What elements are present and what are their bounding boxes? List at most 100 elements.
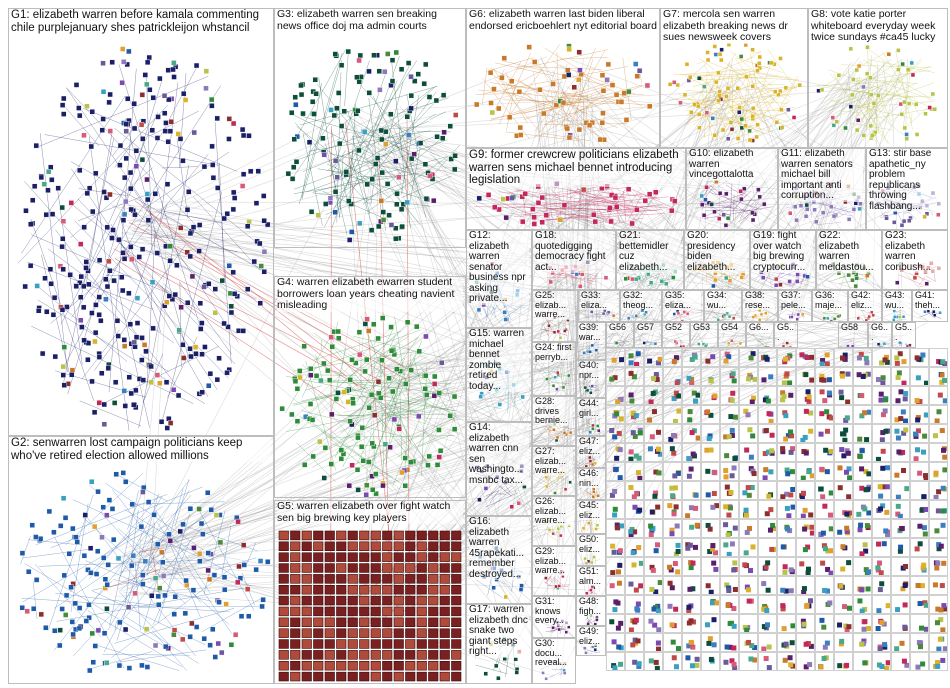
node[interactable] xyxy=(201,163,208,170)
node[interactable] xyxy=(239,183,246,189)
node[interactable] xyxy=(206,576,213,583)
node[interactable] xyxy=(592,218,598,225)
small-cluster-tile[interactable] xyxy=(910,500,929,519)
node[interactable] xyxy=(882,342,887,346)
small-cluster-tile[interactable] xyxy=(777,576,796,595)
node[interactable] xyxy=(361,129,368,135)
node[interactable] xyxy=(35,308,42,314)
node[interactable] xyxy=(705,57,711,63)
node[interactable] xyxy=(408,367,414,373)
node[interactable] xyxy=(116,662,123,669)
small-cluster-tile[interactable] xyxy=(701,386,720,405)
node[interactable] xyxy=(712,44,717,49)
node[interactable] xyxy=(210,162,216,168)
node[interactable] xyxy=(483,671,488,676)
node[interactable] xyxy=(812,207,817,212)
node[interactable] xyxy=(121,337,127,343)
node[interactable] xyxy=(199,351,205,357)
small-cluster-tile[interactable] xyxy=(758,538,777,557)
node[interactable] xyxy=(737,105,742,110)
group-g19-box[interactable]: G19: fight over watch big brewing crypto… xyxy=(750,230,816,290)
group-g5-box[interactable]: G5: warren elizabeth over fight watch se… xyxy=(274,500,466,684)
node[interactable] xyxy=(762,201,767,207)
node[interactable] xyxy=(371,412,378,418)
node[interactable] xyxy=(489,109,496,116)
node[interactable] xyxy=(279,405,285,412)
small-cluster-tile[interactable] xyxy=(682,538,701,557)
node[interactable] xyxy=(37,536,44,542)
node[interactable] xyxy=(375,390,382,397)
node[interactable] xyxy=(590,462,595,467)
node[interactable] xyxy=(147,87,153,93)
small-cluster-tile[interactable] xyxy=(891,405,910,424)
node[interactable] xyxy=(191,545,197,551)
group-g26-box[interactable]: G26: elizab... warre... xyxy=(532,496,576,546)
node[interactable] xyxy=(790,315,794,319)
node[interactable] xyxy=(193,62,200,69)
node[interactable] xyxy=(356,147,362,154)
node[interactable] xyxy=(149,127,156,133)
small-cluster-tile[interactable] xyxy=(663,481,682,500)
node[interactable] xyxy=(575,76,582,83)
node[interactable] xyxy=(565,72,572,78)
node[interactable] xyxy=(179,636,186,643)
node[interactable] xyxy=(804,202,810,208)
node[interactable] xyxy=(139,92,146,98)
group-g24-box[interactable]: G24: first perryb... xyxy=(532,342,576,396)
node[interactable] xyxy=(725,86,731,91)
node[interactable] xyxy=(614,341,619,345)
node[interactable] xyxy=(216,599,222,605)
node[interactable] xyxy=(787,279,792,284)
small-cluster-tile[interactable] xyxy=(644,652,663,671)
node[interactable] xyxy=(743,42,748,48)
node[interactable] xyxy=(850,277,855,283)
node[interactable] xyxy=(727,314,732,319)
node[interactable] xyxy=(196,222,203,228)
node[interactable] xyxy=(78,273,84,280)
node[interactable] xyxy=(851,207,857,212)
node[interactable] xyxy=(119,287,126,294)
node[interactable] xyxy=(30,606,37,612)
node[interactable] xyxy=(33,534,39,540)
node[interactable] xyxy=(850,92,855,98)
node[interactable] xyxy=(161,93,168,99)
node[interactable] xyxy=(923,310,927,314)
node[interactable] xyxy=(334,105,340,111)
node[interactable] xyxy=(109,235,115,241)
node[interactable] xyxy=(143,348,149,355)
node[interactable] xyxy=(394,201,400,208)
node[interactable] xyxy=(235,518,241,525)
node[interactable] xyxy=(667,82,673,87)
node[interactable] xyxy=(380,217,387,223)
small-cluster-tile[interactable] xyxy=(644,481,663,500)
node[interactable] xyxy=(149,592,155,599)
small-cluster-tile[interactable] xyxy=(644,500,663,519)
node[interactable] xyxy=(642,341,646,345)
node[interactable] xyxy=(366,90,372,96)
group-g48-box[interactable]: G48: figh... xyxy=(576,596,606,626)
node[interactable] xyxy=(321,152,328,158)
node[interactable] xyxy=(625,186,632,192)
node[interactable] xyxy=(899,112,904,117)
node[interactable] xyxy=(308,209,315,215)
small-cluster-tile[interactable] xyxy=(777,595,796,614)
small-cluster-tile[interactable] xyxy=(625,633,644,652)
node[interactable] xyxy=(743,123,748,129)
node[interactable] xyxy=(901,315,906,319)
small-cluster-tile[interactable] xyxy=(663,538,682,557)
node[interactable] xyxy=(713,79,719,85)
node[interactable] xyxy=(193,624,200,630)
node[interactable] xyxy=(672,80,677,85)
node[interactable] xyxy=(293,101,299,108)
node[interactable] xyxy=(107,268,113,274)
small-cluster-tile[interactable] xyxy=(758,481,777,500)
node[interactable] xyxy=(60,236,66,242)
node[interactable] xyxy=(142,558,149,565)
node[interactable] xyxy=(402,455,408,461)
node[interactable] xyxy=(62,515,69,521)
small-cluster-tile[interactable] xyxy=(739,481,758,500)
node[interactable] xyxy=(122,174,128,181)
node[interactable] xyxy=(128,390,134,397)
small-cluster-tile[interactable] xyxy=(682,405,701,424)
node[interactable] xyxy=(781,344,786,347)
